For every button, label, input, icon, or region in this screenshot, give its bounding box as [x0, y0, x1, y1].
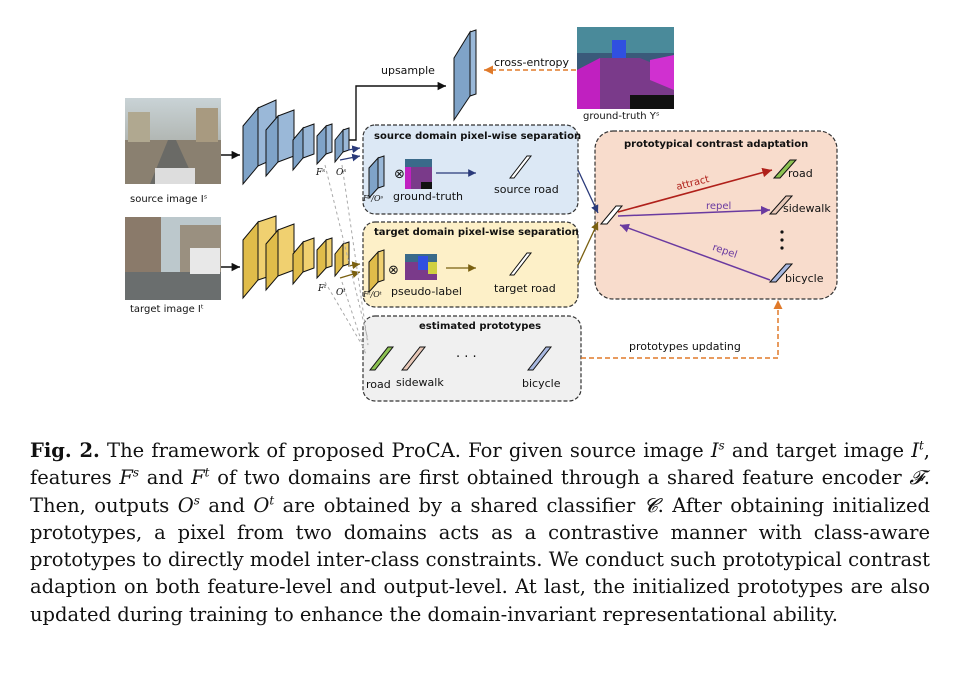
cross-entropy-label: cross-entropy [494, 56, 570, 69]
ground-truth-image [577, 27, 674, 109]
source-feature-slab [368, 155, 385, 200]
target-sep-title: target domain pixel-wise separation [374, 227, 579, 238]
caption-sup: t [204, 465, 210, 480]
caption-text: and target image [724, 439, 912, 462]
est-bicycle-label: bicycle [522, 377, 561, 390]
caption-text: . Then, outputs [30, 466, 930, 517]
ft-ot-label: Fᵗ/Oᵗ [363, 290, 382, 299]
caption-sup: s [132, 465, 140, 480]
pseudo-label-label: pseudo-label [391, 285, 462, 298]
caption-sup: t [269, 493, 275, 508]
est-sidewalk-label: sidewalk [396, 376, 444, 389]
caption-sup: s [718, 438, 725, 453]
caption-text: , features [30, 439, 930, 490]
est-bicycle-proto [526, 346, 553, 371]
upsampled-output [453, 29, 477, 122]
caption-math: F [119, 466, 133, 490]
target-feature-slab [368, 249, 385, 294]
caption-sup: t [918, 438, 924, 453]
target-road-proto [508, 252, 533, 276]
target-image [125, 217, 221, 300]
ground-truth-label: ground-truth [393, 190, 463, 203]
pca-pixel-proto [599, 205, 624, 225]
pseudo-label-thumb [405, 254, 437, 280]
estimated-prototypes-title: estimated prototypes [419, 321, 542, 332]
caption-math: O [253, 493, 270, 517]
pca-bicycle-label: bicycle [785, 272, 824, 285]
pca-road-label: road [788, 167, 813, 180]
framework-figure: ⊗ ⊗ [125, 27, 838, 402]
caption-math: I [911, 439, 919, 462]
caption-head: Fig. 2. [30, 439, 100, 462]
source-road-proto [508, 155, 533, 179]
pca-sidewalk-label: sidewalk [783, 202, 831, 215]
caption-text: are obtained by a shared classifier [274, 493, 644, 517]
caption-math: I [710, 439, 719, 462]
ft-label: Fᵗ [318, 284, 327, 294]
caption-text: and [139, 466, 192, 490]
caption-math: 𝓒 [643, 493, 658, 517]
target-image-label: target image Iᵗ [130, 304, 204, 315]
pca-box [594, 130, 838, 300]
figure-caption: Fig. 2. The framework of proposed ProCA.… [30, 437, 930, 628]
prototypes-updating-label: prototypes updating [629, 340, 741, 353]
source-encoder [242, 99, 350, 186]
ground-truth-ys-label: ground-truth Yˢ [583, 111, 660, 122]
pca-title: prototypical contrast adaptation [624, 139, 809, 150]
caption-math: 𝓕 [909, 466, 924, 490]
est-road-label: road [366, 378, 391, 391]
pca-bicycle-proto [768, 263, 794, 283]
ground-truth-thumb [405, 159, 432, 189]
est-dots: · · · [456, 350, 477, 365]
figure-diagram: ⊗ ⊗ [125, 27, 838, 402]
caption-text: of two domains are first obtained throug… [209, 466, 910, 490]
caption-sup: s [193, 493, 200, 508]
caption-math: F [191, 466, 205, 490]
pca-sidewalk-proto [768, 195, 794, 215]
caption-text: The framework of proposed ProCA. For giv… [99, 439, 711, 462]
repel-label-1: repel [706, 201, 732, 212]
fs-label: Fˢ [316, 168, 326, 178]
os-label: Oˢ [336, 168, 347, 178]
source-sep-title: source domain pixel-wise separation [374, 131, 582, 142]
caption-text: . After obtaining initialized prototypes… [30, 493, 930, 626]
est-road-proto [368, 346, 395, 371]
fs-os-label: Fˢ/Oˢ [363, 194, 384, 203]
source-image-label: source image Iˢ [130, 194, 208, 205]
source-road-label: source road [494, 183, 559, 196]
ot-label: Oᵗ [336, 288, 346, 298]
otimes-source: ⊗ [394, 167, 405, 182]
upsample-label: upsample [381, 64, 435, 77]
est-sidewalk-proto [400, 346, 427, 371]
otimes-target: ⊗ [388, 263, 399, 278]
caption-math: O [177, 493, 194, 517]
target-road-label: target road [494, 282, 556, 295]
source-image [125, 98, 221, 184]
caption-text: and [199, 493, 254, 517]
pca-road-proto [772, 159, 798, 179]
target-encoder [242, 215, 350, 300]
